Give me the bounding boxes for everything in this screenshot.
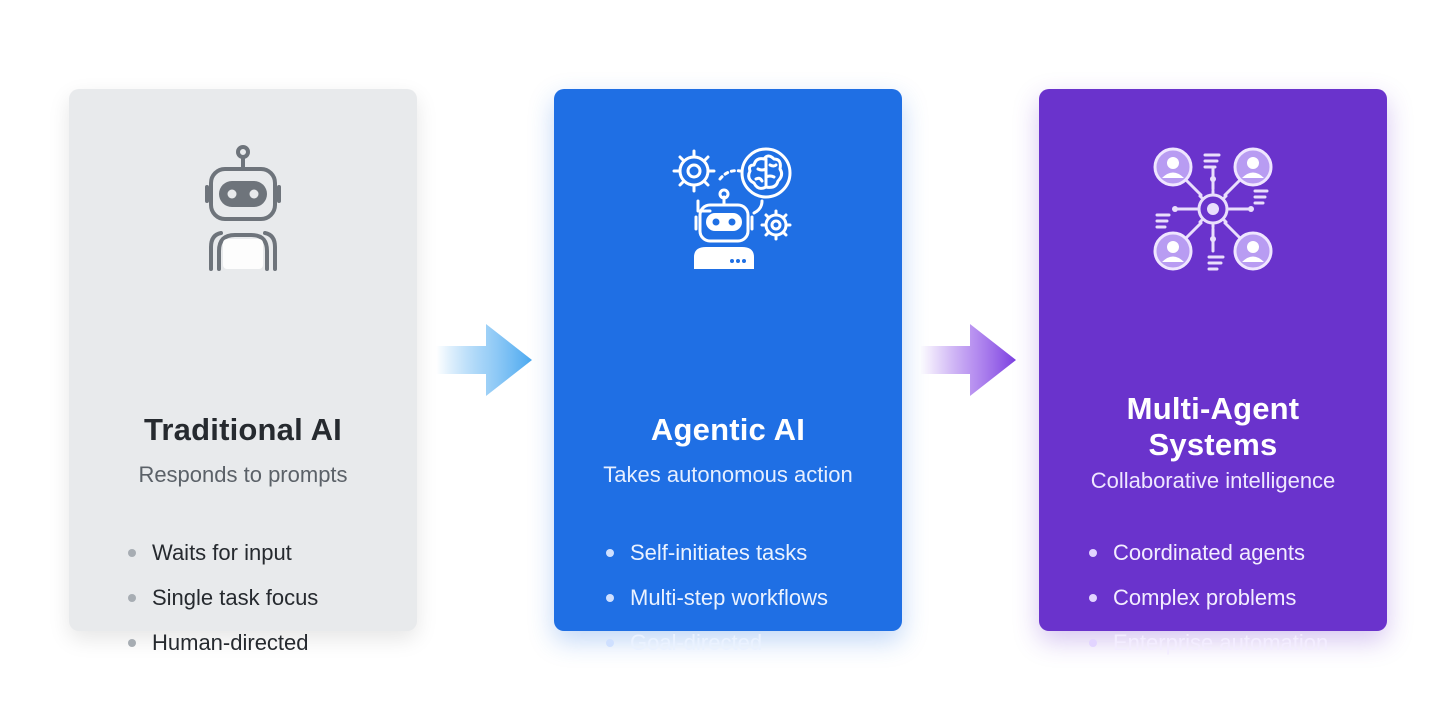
list-item: Human-directed — [128, 629, 318, 674]
bullet-dot-icon — [1089, 594, 1097, 602]
card-subtitle: Responds to prompts — [138, 462, 348, 487]
card-traditional-ai: Traditional AI Responds to prompts Waits… — [69, 89, 417, 655]
card-title-line: Multi-Agent — [1126, 391, 1300, 426]
bullet-dot-icon — [606, 594, 614, 602]
bullet-dot-icon — [128, 549, 136, 557]
list-item: Multi-step workflows — [606, 584, 828, 629]
list-item: Single task focus — [128, 584, 318, 629]
card-agentic-ai: Agentic AI Takes autonomous action Self-… — [554, 89, 902, 655]
list-item: Goal-directed — [606, 629, 828, 674]
card-subtitle: Collaborative intelligence — [1090, 468, 1336, 493]
feature-list: Waits for input Single task focus Human-… — [128, 539, 318, 674]
bullet-dot-icon — [128, 594, 136, 602]
robot-icon — [69, 139, 417, 279]
agent-network-icon — [1039, 139, 1387, 279]
feature-list: Coordinated agents Complex problems Ente… — [1089, 539, 1328, 674]
list-item: Coordinated agents — [1089, 539, 1328, 584]
list-item: Enterprise automation — [1089, 629, 1328, 674]
card-title: Multi-Agent Systems — [1039, 391, 1387, 463]
card-title: Traditional AI — [143, 412, 342, 447]
list-item: Complex problems — [1089, 584, 1328, 629]
robot-brain-gears-icon — [554, 139, 902, 279]
bullet-dot-icon — [606, 639, 614, 647]
card-subtitle: Takes autonomous action — [603, 462, 853, 487]
bullet-dot-icon — [1089, 549, 1097, 557]
bullet-dot-icon — [1089, 639, 1097, 647]
arrow-right-icon — [436, 324, 532, 396]
arrow-right-icon — [920, 324, 1016, 396]
card-title: Agentic AI — [650, 412, 806, 447]
list-item: Waits for input — [128, 539, 318, 584]
card-title-line: Systems — [1148, 427, 1278, 462]
list-item: Self-initiates tasks — [606, 539, 828, 584]
feature-list: Self-initiates tasks Multi-step workflow… — [606, 539, 828, 674]
card-multi-agent-systems: Multi-Agent Systems Collaborative intell… — [1039, 89, 1387, 655]
bullet-dot-icon — [606, 549, 614, 557]
bullet-dot-icon — [128, 639, 136, 647]
